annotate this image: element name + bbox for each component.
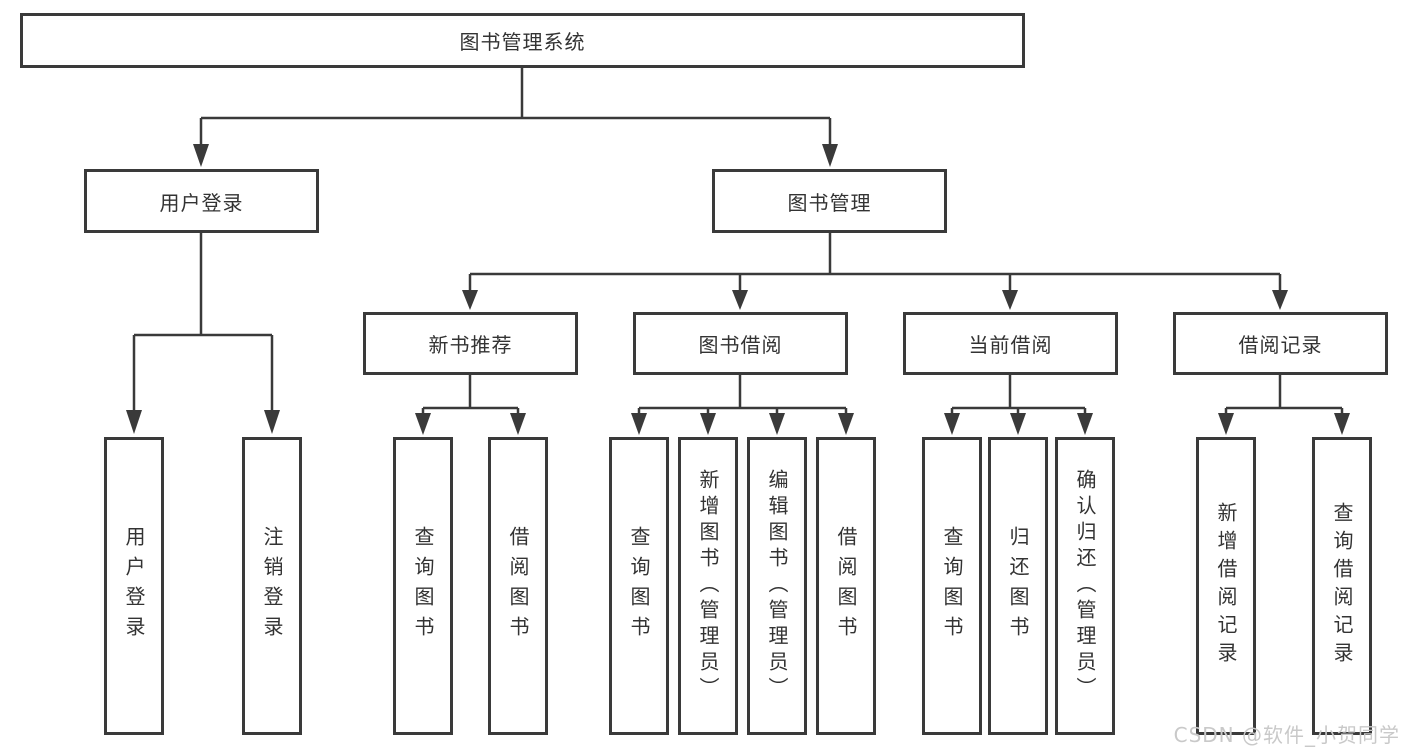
connector-book-mgmt-to-level3 [462, 233, 1288, 310]
leaf-query-books-1: 查询图书 [393, 437, 453, 735]
leaf-add-books-admin-label: 新增图书（管理员） [696, 469, 720, 703]
node-borrow-records: 借阅记录 [1173, 312, 1388, 375]
node-root-system-label: 图书管理系统 [459, 30, 586, 54]
leaf-query-books-2: 查询图书 [609, 437, 669, 735]
node-current-borrow: 当前借阅 [903, 312, 1118, 375]
connector-borrow-records-to-leaves [1218, 375, 1350, 435]
node-new-book-recommend: 新书推荐 [363, 312, 578, 375]
connector-current-borrow-to-leaves [944, 375, 1093, 435]
leaf-edit-books-admin-label: 编辑图书（管理员） [765, 469, 789, 703]
leaf-query-borrow-record-label: 查询借阅记录 [1330, 502, 1354, 670]
node-borrow-records-label: 借阅记录 [1238, 333, 1323, 357]
node-book-management: 图书管理 [712, 169, 947, 233]
leaf-confirm-return-admin: 确认归还（管理员） [1055, 437, 1115, 735]
leaf-logout: 注销登录 [242, 437, 302, 735]
leaf-query-books-3-label: 查询图书 [940, 526, 964, 646]
leaf-confirm-return-admin-label: 确认归还（管理员） [1073, 469, 1097, 703]
leaf-borrow-books-2-label: 借阅图书 [834, 526, 858, 646]
node-book-borrow: 图书借阅 [633, 312, 848, 375]
leaf-query-books-2-label: 查询图书 [627, 526, 651, 646]
leaf-add-books-admin: 新增图书（管理员） [678, 437, 738, 735]
leaf-add-borrow-record-label: 新增借阅记录 [1214, 502, 1238, 670]
connector-user-login-to-leaves [126, 233, 280, 434]
leaf-borrow-books-1: 借阅图书 [488, 437, 548, 735]
leaf-return-books: 归还图书 [988, 437, 1048, 735]
leaf-user-login: 用户登录 [104, 437, 164, 735]
node-user-login-label: 用户登录 [159, 190, 244, 215]
leaf-user-login-label: 用户登录 [122, 526, 146, 646]
leaf-query-books-3: 查询图书 [922, 437, 982, 735]
node-current-borrow-label: 当前借阅 [968, 333, 1053, 357]
leaf-logout-label: 注销登录 [260, 526, 284, 646]
node-book-management-label: 图书管理 [787, 190, 872, 215]
node-root-system: 图书管理系统 [20, 13, 1025, 68]
leaf-query-borrow-record: 查询借阅记录 [1312, 437, 1372, 735]
leaf-query-books-1-label: 查询图书 [411, 526, 435, 646]
leaf-return-books-label: 归还图书 [1006, 526, 1030, 646]
connector-root-to-level2 [193, 68, 838, 167]
node-new-book-recommend-label: 新书推荐 [428, 333, 513, 357]
leaf-borrow-books-1-label: 借阅图书 [506, 526, 530, 646]
node-book-borrow-label: 图书借阅 [698, 333, 783, 357]
leaf-add-borrow-record: 新增借阅记录 [1196, 437, 1256, 735]
connector-new-book-to-leaves [415, 375, 526, 435]
leaf-edit-books-admin: 编辑图书（管理员） [747, 437, 807, 735]
csdn-watermark: CSDN @软件_小贺同学 [1173, 723, 1400, 747]
leaf-borrow-books-2: 借阅图书 [816, 437, 876, 735]
connector-book-borrow-to-leaves [631, 375, 854, 435]
node-user-login: 用户登录 [84, 169, 319, 233]
